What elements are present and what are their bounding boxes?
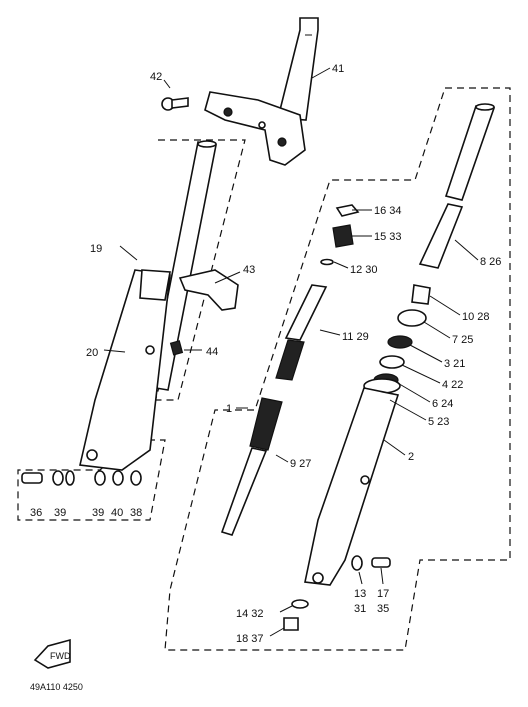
front-badge-text: FWD (50, 651, 71, 661)
label-9-27: 9 27 (290, 458, 311, 470)
outer-tube-part-2 (304, 378, 401, 586)
outer-tube-part-20 (79, 269, 171, 471)
label-40: 40 (111, 507, 123, 519)
label-44: 44 (206, 346, 218, 358)
label-6-24: 6 24 (432, 398, 453, 410)
axle-hardware-right (283, 555, 391, 631)
right-fork-boundary (164, 87, 511, 651)
label-36: 36 (30, 507, 42, 519)
label-41: 41 (332, 63, 344, 75)
bolt-part-42 (161, 97, 189, 111)
o-ring-part-12 (320, 258, 334, 266)
bracket-part-43 (178, 269, 239, 311)
drawing-code: 49A110 4250 (30, 682, 83, 692)
label-20: 20 (86, 347, 98, 359)
label-7-25: 7 25 (452, 334, 473, 346)
label-14-32: 14 32 (236, 608, 264, 620)
label-42: 42 (150, 71, 162, 83)
label-10-28: 10 28 (462, 311, 490, 323)
steering-stem-part-41 (276, 17, 319, 121)
label-31: 31 (354, 603, 366, 615)
label-38: 38 (130, 507, 142, 519)
bushing-part-10 (411, 284, 431, 305)
cap-part-16 (335, 204, 360, 217)
front-direction-badge: FWD (33, 638, 71, 669)
left-fork-boundary (17, 139, 246, 521)
label-1: 1 (226, 403, 232, 415)
label-39-left: 39 (54, 507, 66, 519)
upper-bracket-part (204, 91, 306, 166)
label-3-21: 3 21 (444, 358, 465, 370)
label-18-37: 18 37 (236, 633, 264, 645)
damper-rod-part-9 (220, 397, 283, 536)
spring-part-11 (275, 339, 305, 381)
leader-lines (103, 67, 479, 637)
label-4-22: 4 22 (442, 379, 463, 391)
label-5-23: 5 23 (428, 416, 449, 428)
label-16-34: 16 34 (374, 205, 402, 217)
label-13: 13 (354, 588, 366, 600)
bolt-part-44 (169, 340, 184, 356)
label-8-26: 8 26 (480, 256, 501, 268)
label-35: 35 (377, 603, 389, 615)
label-12-30: 12 30 (350, 264, 378, 276)
label-2: 2 (408, 451, 414, 463)
axle-hardware-left (21, 470, 142, 486)
upper-tube-part-8 (418, 103, 496, 269)
spacer-part-11 (284, 284, 328, 341)
label-11-29: 11 29 (342, 331, 369, 343)
label-15-33: 15 33 (374, 231, 402, 243)
label-43: 43 (243, 264, 255, 276)
label-39-right: 39 (92, 507, 104, 519)
cap-bolt-part-15 (332, 224, 354, 248)
label-19: 19 (90, 243, 102, 255)
label-17: 17 (377, 588, 389, 600)
